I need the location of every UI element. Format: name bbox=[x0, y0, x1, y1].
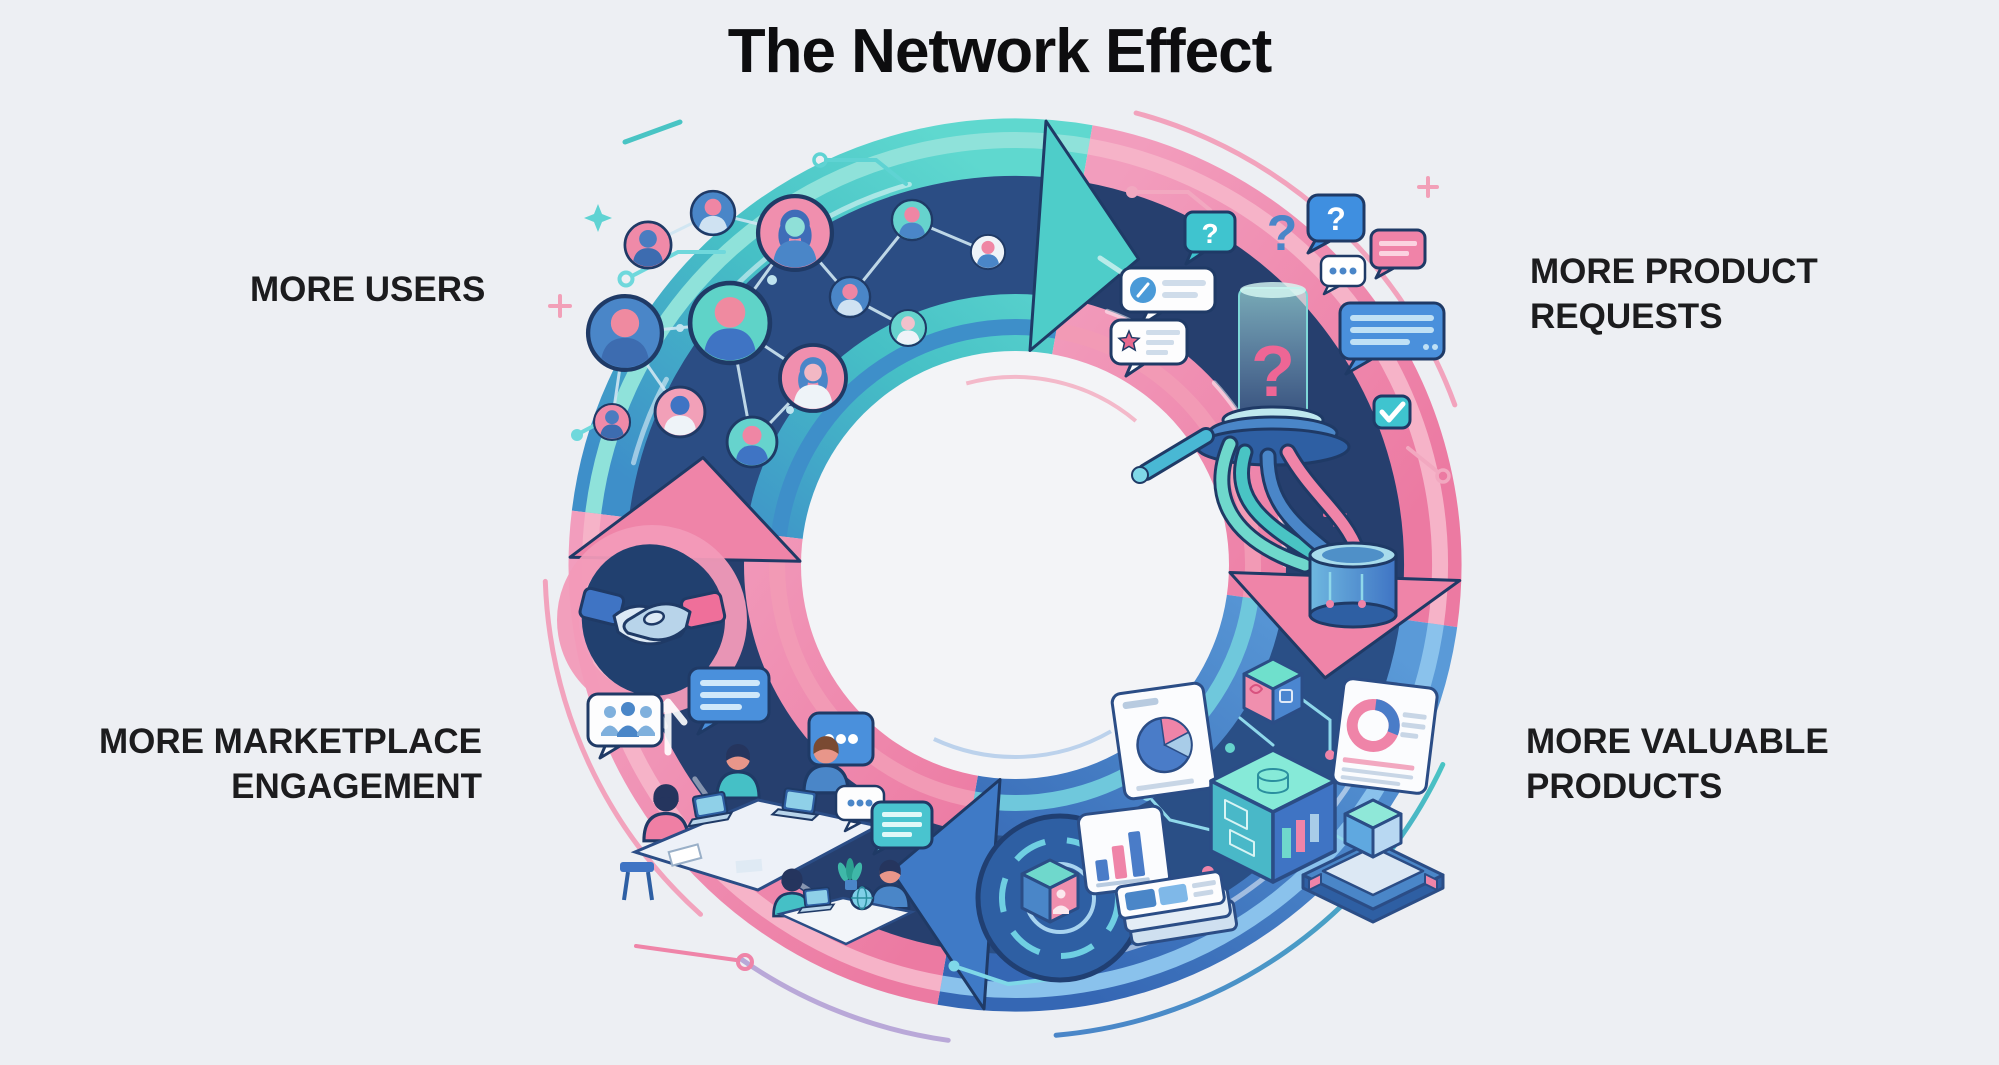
bar bbox=[1296, 820, 1305, 852]
label-line: MORE USERS bbox=[250, 270, 486, 309]
documents-stack bbox=[1114, 870, 1239, 947]
user-avatar bbox=[655, 387, 705, 437]
label-line: PRODUCTS bbox=[1526, 766, 1723, 806]
sparkle-plus-icon bbox=[548, 294, 572, 318]
review-bubble-star bbox=[1109, 318, 1189, 378]
question-mark-icon: ? bbox=[1251, 332, 1295, 412]
label-line: MORE MARKETPLACE bbox=[98, 722, 482, 761]
label-more-valuable-products: MORE VALUABLE PRODUCTS bbox=[1526, 720, 1946, 810]
people-group-icon bbox=[601, 702, 655, 737]
chat-bubble-lines-blue bbox=[687, 666, 771, 736]
user-avatar bbox=[758, 196, 832, 270]
plant-icon bbox=[837, 858, 863, 890]
label-line: MORE PRODUCT bbox=[1530, 252, 1818, 291]
chat-bubble-pink bbox=[1369, 228, 1427, 280]
paper bbox=[735, 858, 763, 874]
cube-3d-person bbox=[1020, 858, 1080, 924]
scope-handle-icon bbox=[1131, 427, 1215, 484]
small-meeting-table bbox=[772, 858, 916, 946]
analytics-card-donut bbox=[1331, 677, 1439, 795]
ring-inner-hole bbox=[801, 351, 1229, 779]
user-avatar bbox=[691, 191, 735, 235]
review-bubble-pen bbox=[1119, 266, 1217, 328]
cycle-ring: ? ? ? bbox=[542, 110, 1462, 1043]
question-mark-icon: ? bbox=[1326, 201, 1346, 237]
bar bbox=[1282, 828, 1291, 858]
chat-bubble-question-blue: ? bbox=[1306, 193, 1366, 255]
cube-3d-large bbox=[1209, 748, 1337, 884]
question-mark-icon: ? bbox=[1267, 205, 1298, 261]
globe-icon bbox=[849, 885, 875, 911]
user-avatar bbox=[594, 404, 630, 440]
pipes-collector bbox=[1213, 435, 1398, 629]
user-avatar bbox=[971, 235, 1005, 269]
bar bbox=[1095, 859, 1110, 882]
check-icon bbox=[1379, 401, 1406, 423]
label-line: MORE VALUABLE bbox=[1526, 722, 1829, 761]
user-avatar bbox=[890, 310, 926, 346]
label-line: ENGAGEMENT bbox=[231, 766, 482, 806]
cube-3d-small bbox=[1242, 657, 1304, 725]
people-bubble bbox=[586, 692, 664, 760]
bar bbox=[1310, 814, 1319, 842]
label-more-users: MORE USERS bbox=[250, 268, 670, 313]
user-avatar bbox=[780, 345, 846, 411]
question-bubbles: ? ? ? bbox=[1109, 193, 1446, 430]
user-avatar bbox=[892, 200, 932, 240]
label-more-marketplace-engagement: MORE MARKETPLACE ENGAGEMENT bbox=[90, 720, 482, 810]
paper bbox=[667, 843, 703, 867]
check-bubble bbox=[1372, 394, 1412, 430]
flow-arrow-top bbox=[1028, 119, 1141, 352]
product-platform bbox=[1301, 798, 1445, 924]
user-avatar bbox=[625, 222, 671, 268]
bar bbox=[1128, 831, 1146, 877]
user-avatar bbox=[830, 277, 870, 317]
sparkle-star-icon bbox=[584, 204, 612, 232]
label-more-product-requests: MORE PRODUCT REQUESTS bbox=[1530, 250, 1950, 340]
page-title: The Network Effect bbox=[727, 17, 1273, 86]
label-line: REQUESTS bbox=[1530, 296, 1723, 336]
sparkle-plus-icon bbox=[1417, 176, 1439, 198]
user-avatar bbox=[727, 417, 777, 467]
user-avatar-network bbox=[588, 191, 1005, 467]
chat-bubble-question-teal: ? bbox=[1183, 210, 1237, 266]
question-mark-icon: ? bbox=[1201, 218, 1218, 249]
star-icon bbox=[1117, 329, 1141, 352]
chat-bubble-dots bbox=[1319, 254, 1367, 296]
bar-chart-card bbox=[1076, 804, 1172, 896]
user-avatar bbox=[588, 296, 662, 370]
user-avatar bbox=[690, 283, 770, 363]
bar bbox=[1111, 845, 1128, 880]
chat-bubble-lines-blue bbox=[1338, 301, 1446, 376]
chat-bubble-lines-teal bbox=[870, 800, 934, 856]
analytics-card-pie bbox=[1110, 681, 1218, 801]
inner-accent-arcs bbox=[933, 375, 1138, 759]
